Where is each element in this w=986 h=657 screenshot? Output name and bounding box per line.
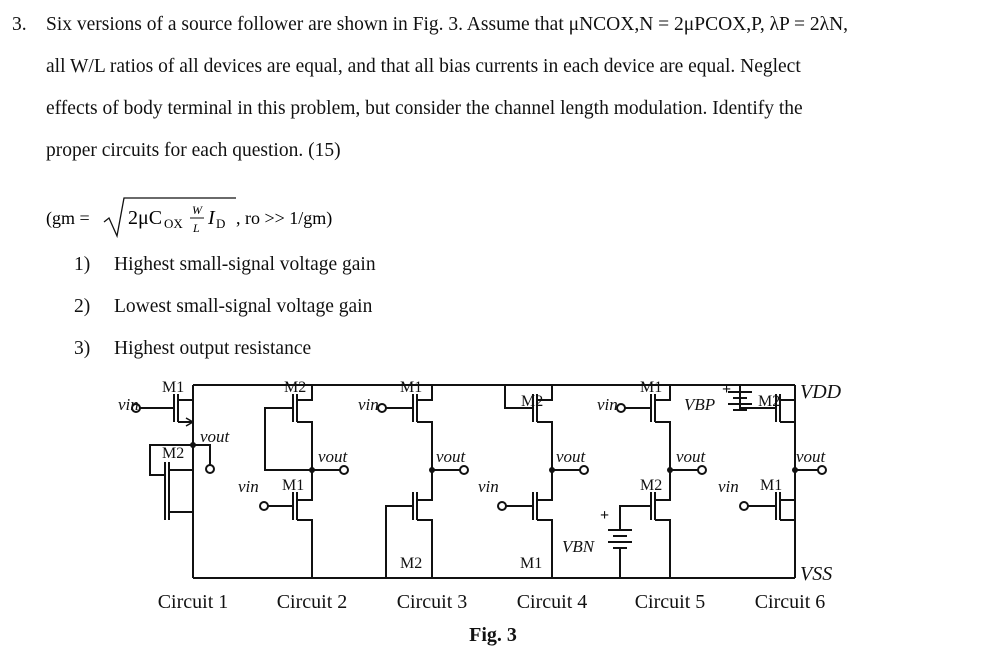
vin-terminal [259,501,269,511]
circuit-1-caption: Circuit 1 [158,591,229,613]
m1-label: M1 [520,555,542,572]
circuit-4: M2 vout vin M1 [478,385,589,578]
vbn-battery-icon [608,529,632,578]
option-2-number: 2) [74,296,91,317]
vbn-label: VBN [562,537,596,556]
m1-label: M1 [400,379,422,396]
vout-terminal [579,465,589,475]
option-2: 2) Lowest small-signal voltage gain [74,296,372,318]
vout-label: vout [796,447,827,466]
vin-label: vin [238,477,259,496]
m1-label: M1 [162,379,184,396]
figure-caption: Fig. 3 [469,624,517,646]
circuit-5-caption: Circuit 5 [635,591,706,613]
vin-label: vin [358,395,379,414]
circuit-3-caption: Circuit 3 [397,591,468,613]
vin-label: vin [718,477,739,496]
circuit-5: M1 vin vout + VBN M2 [562,379,707,578]
vout-label: vout [676,447,707,466]
vin-terminal [131,403,141,413]
vbp-battery-icon [728,391,752,411]
m1-label: M1 [282,477,304,494]
m2-label: M2 [162,445,184,462]
vin-label: vin [118,395,139,414]
vout-label: vout [200,427,231,446]
vbp-label: VBP [684,395,715,414]
svg-text:+: + [600,507,609,524]
option-1-text: Highest small-signal voltage gain [114,254,376,275]
question-line-2: all W/L ratios of all devices are equal,… [46,56,801,77]
option-2-text: Lowest small-signal voltage gain [114,296,373,317]
svg-text:+: + [722,381,731,398]
circuit-6: + VBP M2 vout vin M1 [684,381,827,578]
formula-radicand-left: 2μC [128,207,162,229]
m1-label: M1 [640,379,662,396]
formula-radicand-sub: OX [164,216,183,231]
vout-terminal [205,464,215,474]
option-3-number: 3) [74,338,91,359]
formula-frac-num: W [192,203,203,217]
circuit-2-caption: Circuit 2 [277,591,348,613]
circuit-2: M2 vout M1 vin [238,379,349,578]
vin-terminal [497,501,507,511]
vout-terminal [817,465,827,475]
question-line-4: proper circuits for each question. (15) [46,140,341,161]
vdd-label: VDD [800,381,842,403]
gm-formula-svg: (gm = 2μC OX W L I D , ro >> 1/gm) [46,197,332,239]
option-3: 3) Highest output resistance [74,338,311,360]
vin-terminal [377,403,387,413]
vin-terminal [739,501,749,511]
question-line-1: Six versions of a source follower are sh… [46,14,849,35]
question-number: 3. [12,14,27,35]
circuit-6-caption: Circuit 6 [755,591,826,613]
option-3-text: Highest output resistance [114,338,312,359]
m2-label: M2 [284,379,306,396]
radical-sign [103,197,236,239]
m2-label: M2 [521,393,543,410]
formula-frac-den: L [192,221,200,235]
m1-label: M1 [760,477,782,494]
vin-terminal [616,403,626,413]
vout-terminal [697,465,707,475]
gm-formula: (gm = 2μC OX W L I D , ro >> 1/gm) [46,196,406,245]
circuit-1: M1 vin M2 vout [118,379,231,578]
vout-terminal [459,465,469,475]
formula-suffix: , ro >> 1/gm) [236,208,332,229]
option-1-number: 1) [74,254,91,275]
circuit-3: M1 vin vout M2 [358,379,469,578]
m2-label: M2 [640,477,662,494]
formula-radicand-right-sub: D [216,216,225,231]
formula-prefix: (gm = [46,208,90,229]
m2-label: M2 [758,393,780,410]
circuit-captions: Circuit 1 Circuit 2 Circuit 3 Circuit 4 … [158,591,826,613]
vout-label: vout [318,447,349,466]
source-follower-figure: VDD VSS M1 vin M2 vout M2 vout M1 vin [118,379,842,613]
vout-label: vout [556,447,587,466]
question-line-3: effects of body terminal in this problem… [46,98,803,119]
circuit-4-caption: Circuit 4 [517,591,588,613]
option-1: 1) Highest small-signal voltage gain [74,254,376,276]
vout-label: vout [436,447,467,466]
vin-label: vin [478,477,499,496]
formula-radicand-right: I [207,207,216,229]
vout-terminal [339,465,349,475]
vin-label: vin [597,395,618,414]
m2-label: M2 [400,555,422,572]
vss-label: VSS [800,563,832,585]
